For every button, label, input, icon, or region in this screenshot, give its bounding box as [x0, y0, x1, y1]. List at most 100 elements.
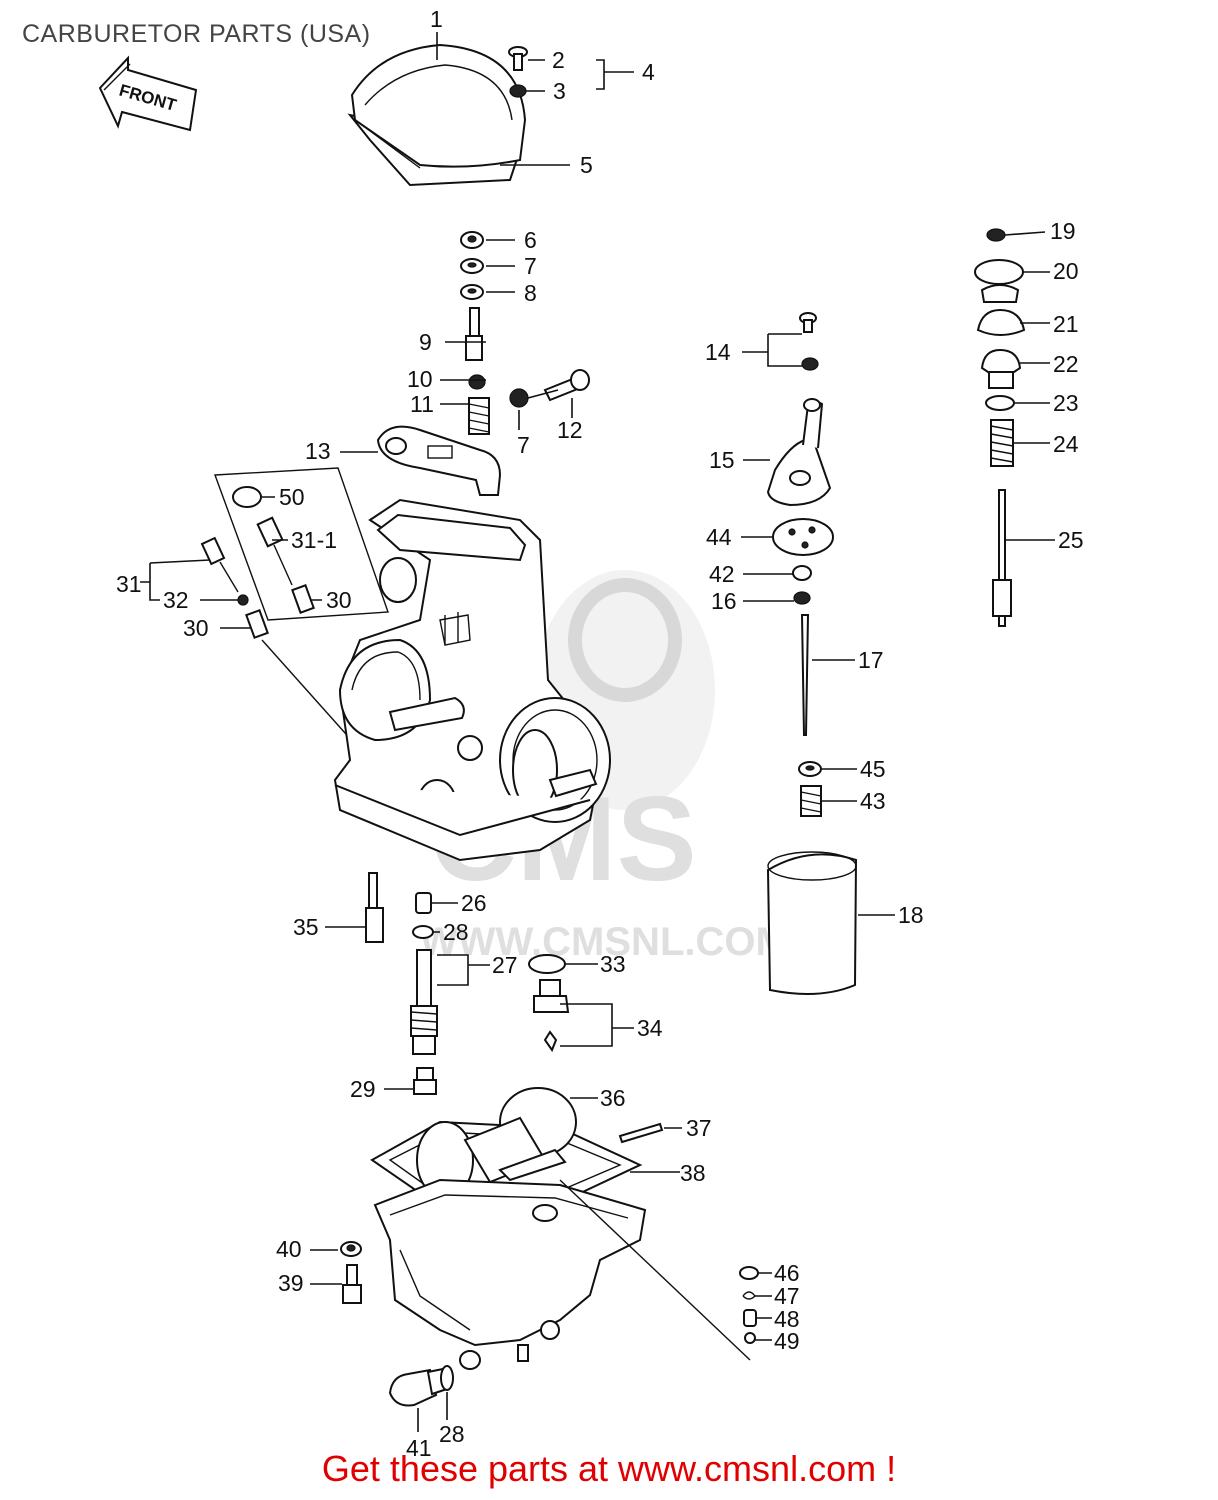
page-title: CARBURETOR PARTS (USA): [22, 20, 371, 48]
needle-jet-27: [410, 949, 438, 1055]
clip-47: [742, 1291, 756, 1300]
callout-14: 14: [705, 339, 731, 365]
washer-42: [792, 565, 812, 581]
plate-44: [772, 518, 834, 556]
washer-45: [798, 761, 822, 777]
front-direction-arrow: FRONT: [98, 55, 198, 132]
float-valve-seat-34: [533, 979, 570, 1053]
washer-3: [509, 84, 527, 98]
washer-8: [460, 284, 484, 300]
leader-lines: [140, 32, 1055, 1432]
stud-9: [465, 307, 483, 361]
callout-16: 16: [711, 588, 737, 614]
callout-4: 4: [642, 59, 655, 85]
callout-10: 10: [407, 366, 433, 392]
callout-34: 34: [637, 1015, 663, 1041]
callout-19: 19: [1050, 218, 1076, 244]
callout-43: 43: [860, 788, 886, 814]
callout-12: 12: [557, 417, 583, 443]
callout-33: 33: [600, 951, 626, 977]
screw-31: [200, 536, 239, 593]
callout-36: 36: [600, 1085, 626, 1111]
callout-2: 2: [552, 47, 565, 73]
oring-32: [237, 594, 249, 606]
promo-link-text[interactable]: Get these parts at www.cmsnl.com !: [321, 1448, 897, 1489]
washer-7: [460, 258, 484, 274]
callout-45: 45: [860, 756, 886, 782]
callout-22: 22: [1053, 351, 1079, 377]
callout-23: 23: [1053, 390, 1079, 416]
callout-17: 17: [858, 647, 884, 673]
float-pin-37: [618, 1122, 664, 1144]
callout-20: 20: [1053, 258, 1079, 284]
callout-labels: 1 2 3 4 5 6 7 8 9 10 11 7 12 13 14 15 44…: [116, 6, 1084, 1461]
callout-5: 5: [580, 152, 593, 178]
callout-7b: 7: [517, 432, 530, 458]
callout-1: 1: [430, 6, 443, 32]
callout-3: 3: [553, 78, 566, 104]
callout-8: 8: [524, 280, 537, 306]
callout-42: 42: [709, 561, 735, 587]
nut-40: [340, 1241, 362, 1257]
bolt-12: [543, 369, 590, 402]
callout-27: 27: [492, 952, 518, 978]
callout-37: 37: [686, 1115, 712, 1141]
callout-25: 25: [1058, 527, 1084, 553]
cap-10: [468, 374, 486, 390]
callout-30a: 30: [326, 587, 352, 613]
cap-21: [976, 308, 1026, 336]
float-bowl: [373, 1178, 647, 1370]
callout-35: 35: [293, 914, 319, 940]
callout-39: 39: [278, 1270, 304, 1296]
washer-14: [801, 357, 819, 371]
screw-14: [799, 312, 817, 333]
jet-26: [415, 892, 432, 914]
starter-plunger-25: [992, 489, 1012, 627]
callout-18: 18: [898, 902, 924, 928]
callout-29: 29: [350, 1076, 376, 1102]
float-36: [416, 1087, 577, 1199]
rocker-arm-13: [376, 425, 502, 496]
callout-28: 28: [443, 919, 469, 945]
oring-46: [739, 1266, 759, 1280]
ball-49: [744, 1332, 756, 1344]
callout-9: 9: [419, 329, 432, 355]
piece-48: [743, 1309, 757, 1327]
screw-39: [342, 1264, 362, 1304]
callout-13: 13: [305, 438, 331, 464]
callout-31: 31: [116, 571, 142, 597]
throttle-valve-18: [766, 851, 858, 995]
callout-50: 50: [279, 484, 305, 510]
jet-needle-17: [800, 614, 810, 736]
callout-30b: 30: [183, 615, 209, 641]
callout-46: 46: [774, 1260, 800, 1286]
spring-11: [468, 397, 490, 435]
callout-47: 47: [774, 1283, 800, 1309]
nut-6: [460, 231, 484, 249]
pilot-screw-35: [365, 872, 384, 943]
callout-48: 48: [774, 1306, 800, 1332]
callout-24: 24: [1053, 431, 1079, 457]
spring-24: [990, 419, 1014, 467]
callout-26: 26: [461, 890, 487, 916]
drain-screw-41: [388, 1366, 452, 1407]
callout-21: 21: [1053, 311, 1079, 337]
callout-6: 6: [524, 227, 537, 253]
gasket-33: [528, 954, 566, 974]
plunger-22: [980, 348, 1022, 389]
passage-leader: [559, 1179, 751, 1361]
callout-41: 41: [406, 1435, 432, 1461]
callout-28b: 28: [439, 1421, 465, 1447]
top-cover: [347, 43, 527, 187]
oring-28: [412, 925, 434, 939]
clip-16: [793, 591, 811, 605]
callout-49: 49: [774, 1328, 800, 1354]
callout-11: 11: [410, 391, 434, 417]
cap-19: [986, 228, 1006, 242]
cap-20: [974, 259, 1024, 303]
callout-31-1: 31-1: [291, 527, 337, 553]
oring-28b: [440, 1365, 454, 1391]
needle-holder-15: [766, 398, 832, 507]
washer-23: [985, 395, 1015, 411]
callout-7: 7: [524, 253, 537, 279]
